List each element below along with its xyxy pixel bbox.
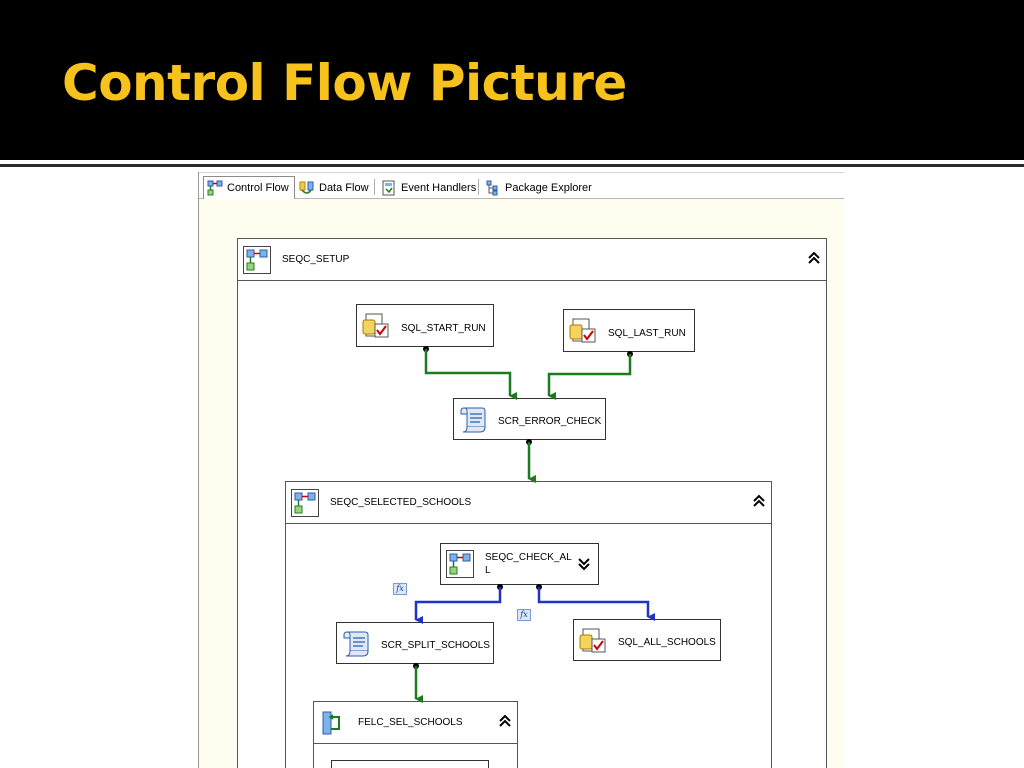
tab-control-flow[interactable]: Control Flow bbox=[203, 176, 295, 199]
task-label: SQL_ALL_SCHOOLS bbox=[618, 637, 716, 648]
tab-control-flow-label: Control Flow bbox=[227, 182, 289, 194]
container-header[interactable]: SEQC_SELECTED_SCHOOLS bbox=[286, 482, 771, 524]
title-divider-shadow bbox=[0, 164, 1024, 167]
collapse-chevron-icon[interactable] bbox=[808, 251, 820, 267]
expression-fx-icon[interactable]: fx bbox=[393, 583, 407, 595]
task-label: SCR_SPLIT_SCHOOLS bbox=[381, 640, 490, 651]
task-sql-all-schools[interactable]: SQL_ALL_SCHOOLS bbox=[573, 619, 721, 661]
ssis-designer-window: Control Flow Data Flow Event Handlers Pa… bbox=[198, 172, 844, 768]
success-constraint[interactable] bbox=[413, 663, 423, 703]
package-explorer-icon bbox=[485, 180, 501, 196]
container-felc-sel-schools[interactable]: FELC_SEL_SCHOOLS bbox=[313, 701, 518, 768]
script-task-icon bbox=[341, 629, 371, 659]
task-label-wrap: L bbox=[485, 565, 491, 576]
sequence-container-icon bbox=[446, 550, 474, 578]
task-scr-error-check[interactable]: SCR_ERROR_CHECK bbox=[453, 398, 606, 440]
expression-constraint[interactable] bbox=[414, 584, 503, 624]
tab-event-handlers[interactable]: Event Handlers bbox=[381, 176, 476, 200]
task-label: SQL_LAST_RUN bbox=[608, 328, 686, 339]
script-task-icon bbox=[458, 405, 488, 435]
data-flow-icon bbox=[299, 180, 315, 196]
designer-tabstrip: Control Flow Data Flow Event Handlers Pa… bbox=[199, 172, 844, 199]
execute-sql-task-icon bbox=[361, 311, 391, 341]
control-flow-canvas[interactable]: SEQC_SETUP SQL_START_RUN SQL_LAST_RUN bbox=[199, 199, 844, 768]
container-label: SEQC_SETUP bbox=[282, 254, 350, 265]
expand-chevron-icon[interactable] bbox=[578, 557, 590, 576]
success-constraint[interactable] bbox=[423, 346, 517, 400]
sequence-container-icon bbox=[291, 489, 319, 517]
tab-event-handlers-label: Event Handlers bbox=[401, 182, 477, 194]
task-label: SEQC_CHECK_AL bbox=[485, 552, 572, 563]
expression-fx-icon[interactable]: fx bbox=[517, 609, 531, 621]
container-header[interactable]: SEQC_SETUP bbox=[238, 239, 826, 281]
task-felc-inner[interactable] bbox=[331, 760, 489, 768]
slide-title-bar: Control Flow Picture bbox=[0, 0, 1024, 160]
container-label: FELC_SEL_SCHOOLS bbox=[358, 717, 463, 728]
success-constraint[interactable] bbox=[547, 351, 633, 400]
container-header[interactable]: FELC_SEL_SCHOOLS bbox=[314, 702, 517, 744]
slide-title: Control Flow Picture bbox=[62, 54, 627, 112]
task-seqc-check-all[interactable]: SEQC_CHECK_AL L bbox=[440, 543, 599, 585]
event-handlers-icon bbox=[381, 180, 397, 196]
foreach-loop-container-icon bbox=[319, 709, 347, 737]
execute-sql-task-icon bbox=[568, 316, 598, 346]
tab-data-flow-label: Data Flow bbox=[319, 182, 369, 194]
control-flow-icon bbox=[207, 180, 223, 196]
precedence-constraints bbox=[413, 346, 655, 703]
tab-separator bbox=[374, 179, 375, 195]
collapse-chevron-icon[interactable] bbox=[499, 714, 511, 730]
tab-package-explorer-label: Package Explorer bbox=[505, 182, 592, 194]
execute-sql-task-icon bbox=[578, 626, 608, 656]
tab-separator bbox=[478, 179, 479, 195]
expression-constraint[interactable] bbox=[536, 584, 655, 621]
task-label: SQL_START_RUN bbox=[401, 323, 486, 334]
collapse-chevron-icon[interactable] bbox=[753, 494, 765, 510]
sequence-container-icon bbox=[243, 246, 271, 274]
success-constraint[interactable] bbox=[526, 439, 536, 483]
task-label: SCR_ERROR_CHECK bbox=[498, 416, 602, 427]
tab-data-flow[interactable]: Data Flow bbox=[299, 176, 369, 200]
title-divider bbox=[0, 160, 1024, 164]
tab-package-explorer[interactable]: Package Explorer bbox=[485, 176, 592, 200]
container-label: SEQC_SELECTED_SCHOOLS bbox=[330, 497, 472, 508]
